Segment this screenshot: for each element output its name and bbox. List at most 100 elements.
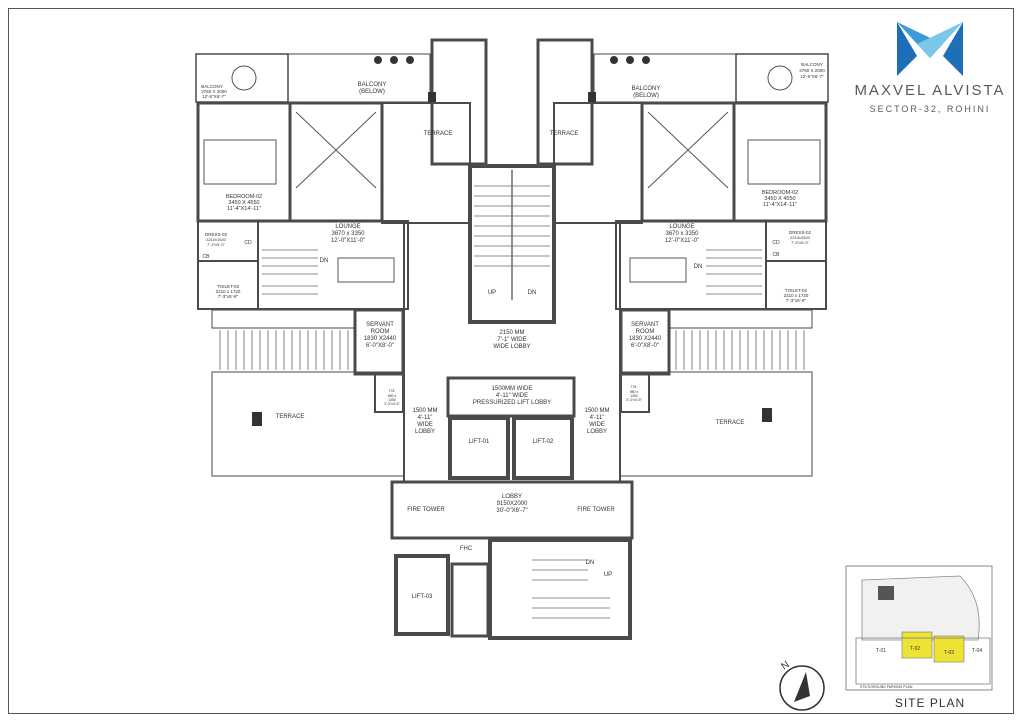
core-fire-stair (488, 538, 632, 640)
right-cb-label: CB (773, 252, 781, 258)
right-dn-label: DN (694, 264, 703, 270)
left-dress-name: DRESS-02 (205, 232, 228, 237)
core-side-lobby-left-line3: WIDE (417, 422, 433, 428)
site-plan-tower-4: T-04 (972, 648, 982, 654)
left-cd-label: CD (244, 240, 252, 246)
left-terrace-bottom-label: TERRACE (276, 414, 305, 420)
core-side-lobby-left-line2: 4'-11" (418, 415, 433, 421)
left-small-toilet-size: 980 x (388, 394, 397, 398)
core-side-lobby-left-line1: 1500 MM (412, 408, 437, 414)
core-side-lobby-left-line4: LOBBY (415, 429, 435, 435)
right-toilet-size: 2210 x 1720 (784, 293, 809, 298)
right-terrace-top-label: TERRACE (550, 131, 579, 137)
right-bedroom-size: 3450 X 4550 (764, 196, 795, 202)
core-staircase (468, 164, 556, 324)
core-side-lobby-right-line3: WIDE (589, 422, 605, 428)
site-plan-tower-1: T-01 (876, 648, 886, 654)
left-toilet-name: TOILET-02 (217, 284, 239, 289)
right-toilet-name: TOILET-02 (785, 288, 807, 293)
right-dress-name: DRESS-02 (789, 230, 812, 235)
left-dress-size: 2210x1520 (206, 237, 227, 242)
core-lift-03-label: LIFT-03 (412, 594, 433, 600)
right-servant-line1: SERVANT (631, 322, 659, 328)
core-wide-lobby-line3: WIDE LOBBY (493, 344, 530, 350)
left-balcony-small-ft: 12'-5"X6'-7" (202, 94, 226, 99)
core-lift-01-label: LIFT-01 (469, 439, 490, 445)
core-fhc-label: FHC (460, 546, 473, 552)
left-dress-ft: 7'-3"x5'-0" (207, 242, 226, 247)
left-lounge-ft: 12'-0"X11'-0" (331, 238, 365, 244)
left-balcony-small-name: BALCONY (201, 84, 223, 89)
core-stair-dn-label: DN (586, 560, 595, 566)
left-toilet-size: 2210 x 1720 (216, 289, 241, 294)
right-terrace-bottom-label: TERRACE (716, 420, 745, 426)
core-lift-03 (394, 554, 450, 636)
core-wide-lobby-line2: 7'-1" WIDE (497, 337, 526, 343)
left-guest-room (288, 101, 384, 223)
brand-block: MAXVEL ALVISTA SECTOR-32, ROHINI (850, 18, 1010, 118)
left-toilet (197, 260, 259, 310)
right-balcony-small-size: 3760 X 2000 (799, 68, 825, 73)
right-servant-size: 1830 X2440 (629, 336, 662, 342)
right-small-toilet-name: TOI. (631, 385, 638, 389)
right-balcony-below-line1: BALCONY (632, 86, 661, 92)
right-guest-room (640, 101, 736, 223)
right-servant-line2: ROOM (636, 329, 655, 335)
site-plan-map: T-01 T-02 T-03 T-04 STILT/GROUND PARKING… (845, 565, 993, 691)
right-servant-room (619, 308, 671, 376)
left-lounge-name: LOUNGE (335, 224, 360, 230)
left-cb-label: CB (203, 254, 211, 260)
core-lift-01 (448, 416, 510, 480)
right-small-toilet-ft: 3'-3"x4'-5" (626, 398, 642, 402)
core-pressurized-lobby-line3: PRESSURIZED LIFT LOBBY (473, 400, 551, 406)
left-servant-line1: SERVANT (366, 322, 394, 328)
left-servant-ft: 6'-0"X8'-0" (366, 343, 394, 349)
right-terrace-bottom (668, 309, 813, 329)
north-arrow: N (779, 659, 825, 711)
right-cd-label: CD (772, 240, 780, 246)
brand-name: MAXVEL ALVISTA (854, 82, 1006, 99)
right-toilet-ft: 7'-3"x5'-8" (786, 298, 807, 303)
core-wide-lobby-line1: 2150 MM (499, 330, 524, 336)
right-dress-ft: 7'-3"x5'-0" (791, 240, 810, 245)
core-lobby-size: 9150X2000 (497, 501, 528, 507)
site-plan-caption: STILT/GROUND PARKING PLAN (860, 685, 913, 689)
core-stair-up-label: UP (604, 572, 612, 578)
left-bedroom-ft: 11'-4"X14'-11" (227, 206, 261, 212)
left-small-toilet (374, 373, 404, 413)
left-servant-line2: ROOM (371, 329, 390, 335)
right-bedroom-name: BEDROOM-02 (762, 190, 798, 196)
core-side-lobby-right-line2: 4'-11" (590, 415, 605, 421)
sheet-border (8, 8, 1014, 714)
left-balcony-below-line1: BALCONY (358, 82, 387, 88)
core-side-lobby-right-line1: 1500 MM (584, 408, 609, 414)
right-lounge-size: 3670 x 3350 (665, 231, 699, 237)
core-fire-tower-right-label: FIRE TOWER (577, 507, 615, 513)
core-shafts-bottom (450, 562, 490, 638)
right-lounge-name: LOUNGE (669, 224, 694, 230)
site-plan-tower-2: T-02 (910, 646, 920, 652)
right-balcony-small-name: BALCONY (801, 62, 823, 67)
left-small-toilet-size2: 1350 (388, 398, 396, 402)
core-lift-02 (512, 416, 574, 480)
brand-logo-icon (897, 22, 963, 76)
core-dn-label: DN (528, 290, 537, 296)
left-toilet-ft: 7'-3"x5'-8" (218, 294, 239, 299)
right-balcony-below-line2: (BELOW) (633, 93, 659, 99)
left-terrace-top-label: TERRACE (424, 131, 453, 137)
core-fire-tower-left-label: FIRE TOWER (407, 507, 445, 513)
right-dress-size: 2210x1520 (790, 235, 811, 240)
core-lift-02-label: LIFT-02 (533, 439, 554, 445)
right-small-toilet-size: 980 x (630, 390, 639, 394)
left-dn-label: DN (320, 258, 329, 264)
site-plan-title: SITE PLAN (894, 696, 966, 710)
right-toilet (765, 260, 827, 310)
left-servant-room (353, 308, 405, 376)
left-balcony-below-line2: (BELOW) (359, 89, 385, 95)
site-plan-tower-3: T-03 (944, 650, 954, 656)
core-lift-lobby (446, 376, 576, 418)
right-balcony-small-ft: 12'-5"X6'-7" (800, 74, 824, 79)
right-small-toilet-size2: 1360 (630, 394, 638, 398)
right-servant-ft: 6'-0"X8'-0" (631, 343, 659, 349)
